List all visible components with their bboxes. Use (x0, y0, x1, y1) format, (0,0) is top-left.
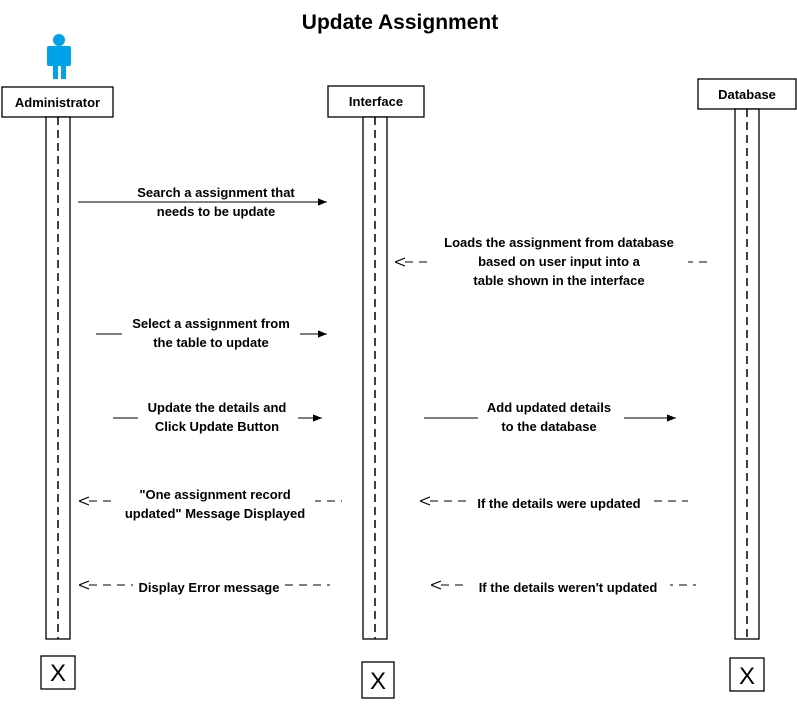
svg-text:Update the details and: Update the details and (148, 400, 287, 415)
svg-text:Add updated details: Add updated details (487, 400, 611, 415)
participant-administrator: Administrator (1, 86, 114, 118)
message-add: Add updated details to the database (424, 399, 676, 437)
svg-text:X: X (370, 668, 386, 695)
svg-text:Loads the assignment from data: Loads the assignment from database (444, 235, 674, 250)
participant-label: Interface (349, 94, 403, 109)
message-error: Display Error message (89, 576, 330, 596)
message-select: Select a assignment from the table to up… (96, 315, 327, 353)
svg-text:Search a assignment that: Search a assignment that (137, 185, 295, 200)
lifeline-administrator (45, 116, 71, 640)
svg-text:updated" Message Displayed: updated" Message Displayed (125, 506, 305, 521)
message-loads: Loads the assignment from database based… (405, 235, 712, 290)
lifeline-interface (362, 116, 388, 640)
destroy-interface: X (361, 661, 395, 699)
svg-text:Display Error message: Display Error message (139, 580, 280, 595)
message-search: Search a assignment that needs to be upd… (78, 185, 327, 219)
svg-text:X: X (739, 663, 755, 690)
svg-text:"One assignment record: "One assignment record (139, 487, 290, 502)
svg-text:the table to update: the table to update (153, 335, 269, 350)
svg-text:If the details weren't updated: If the details weren't updated (479, 580, 658, 595)
svg-text:based on user input into a: based on user input into a (478, 254, 641, 269)
message-record-updated: "One assignment record updated" Message … (89, 483, 342, 523)
destroy-database: X (729, 657, 765, 692)
participant-interface: Interface (327, 85, 425, 118)
message-werent-updated: If the details weren't updated (441, 576, 696, 596)
svg-text:to the database: to the database (501, 419, 596, 434)
svg-text:X: X (50, 660, 66, 687)
message-were-updated: If the details were updated (430, 492, 688, 512)
person-icon (47, 34, 71, 79)
participant-database: Database (697, 78, 797, 110)
svg-text:Click Update Button: Click Update Button (155, 419, 279, 434)
svg-text:table shown in the interface: table shown in the interface (473, 273, 644, 288)
svg-text:If the details were updated: If the details were updated (477, 496, 640, 511)
message-update: Update the details and Click Update Butt… (113, 399, 322, 437)
svg-text:Select a assignment from: Select a assignment from (132, 316, 290, 331)
participant-label: Database (718, 87, 776, 102)
diagram-title: Update Assignment (302, 11, 498, 34)
lifeline-database (734, 108, 760, 640)
destroy-administrator: X (40, 655, 76, 690)
participant-label: Administrator (15, 95, 100, 110)
svg-text:needs to be update: needs to be update (157, 204, 275, 219)
